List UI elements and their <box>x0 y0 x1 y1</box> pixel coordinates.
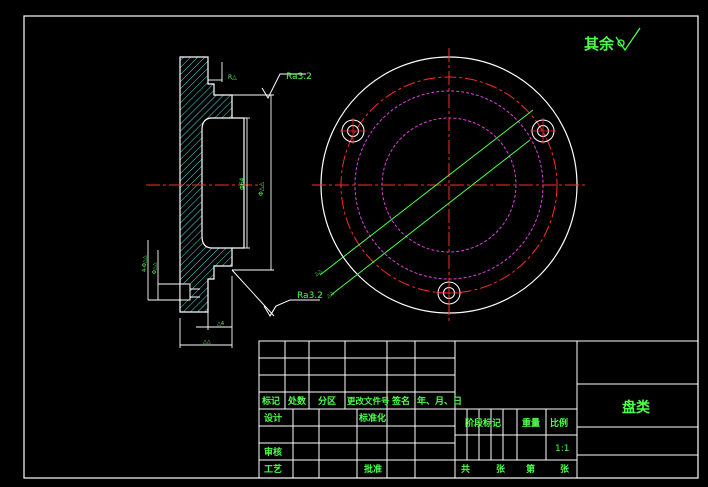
roughness-symbol-icon <box>615 27 641 52</box>
other-finish-label: 其余 <box>584 35 615 53</box>
dim-bottom-small: △4 <box>217 321 224 327</box>
dim-main-diameter: Φ64 <box>239 177 246 190</box>
leader-a-label: △△ <box>314 268 324 278</box>
header-change-doc: 更改文件号 <box>347 396 390 407</box>
label-stage-mark: 阶段标记 <box>465 417 501 429</box>
diameter-leaders <box>319 109 534 296</box>
plan-view: △△ △△ <box>312 48 585 322</box>
title-block-headers: 标记 处数 分区 更改文件号 签名 年、月、日 <box>261 395 462 407</box>
header-mark: 标记 <box>261 395 280 407</box>
section-dimensions <box>147 62 274 348</box>
label-standardize: 标准化 <box>358 412 386 424</box>
dim-left-stack: 4-Φ△△ <box>142 255 148 272</box>
dim-outer-diameter: Φ△△ <box>258 182 265 196</box>
label-design: 设计 <box>264 412 282 424</box>
roughness-upper: Ra3.2 <box>261 72 312 100</box>
header-zone: 分区 <box>318 395 336 407</box>
header-signature: 签名 <box>391 395 410 407</box>
dim-left-stack-2: Φ△△ <box>152 262 158 274</box>
bolt-hole-section <box>179 283 191 301</box>
leader-b-label: △△ <box>326 290 336 300</box>
label-sheet: 张 <box>560 463 570 475</box>
header-date: 年、月、日 <box>417 395 462 407</box>
bolt-hole-left <box>340 118 366 144</box>
inner-circle <box>381 117 517 253</box>
part-name: 盘类 <box>622 399 651 416</box>
label-page: 第 <box>526 463 535 475</box>
boss-outline <box>232 117 245 249</box>
label-process: 工艺 <box>264 463 282 475</box>
bolt-hole-right <box>530 118 556 144</box>
label-review: 审核 <box>264 446 282 458</box>
other-surfaces-note: 其余 <box>584 27 641 53</box>
section-view: R△ Φ64 Φ△△ 4-Φ△△ Φ△△ △4 △△ Ra3.2 Ra3.2 <box>142 56 323 348</box>
label-approve: 批准 <box>364 463 382 475</box>
label-total: 共 <box>461 463 470 475</box>
label-weight: 重量 <box>522 417 540 429</box>
label-sheets: 张 <box>496 463 506 475</box>
roughness-lower-label: Ra3.2 <box>297 291 323 301</box>
title-block <box>258 340 699 479</box>
dim-top-step: R△ <box>228 74 237 81</box>
bolt-hole-bottom <box>436 280 462 306</box>
roughness-upper-label: Ra3.2 <box>286 72 312 82</box>
header-count: 处数 <box>287 395 307 407</box>
roughness-lower: Ra3.2 <box>231 269 323 317</box>
dim-bottom-total: △△ <box>203 339 211 345</box>
scale-value: 1:1 <box>555 444 569 454</box>
label-scale: 比例 <box>550 417 568 429</box>
